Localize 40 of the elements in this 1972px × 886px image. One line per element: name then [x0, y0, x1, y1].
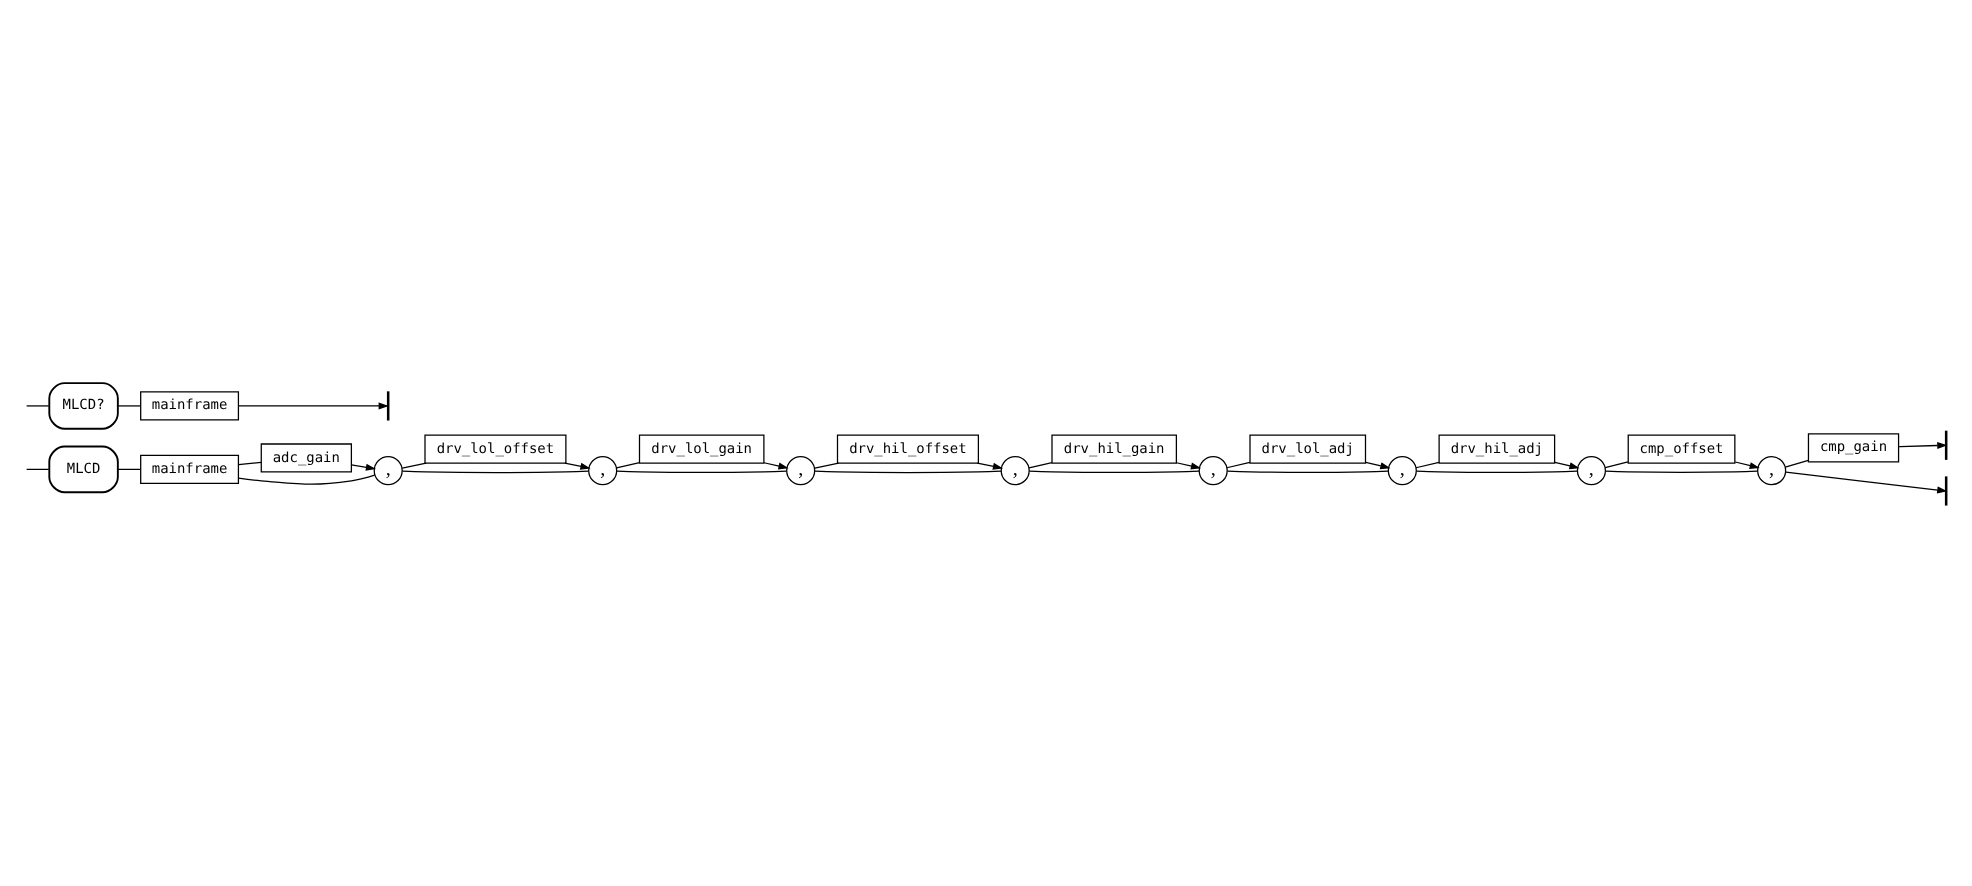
connector: [814, 469, 1002, 473]
arrow: [564, 461, 591, 469]
connector: [1604, 469, 1759, 473]
arrow: [1365, 460, 1391, 469]
connector: [814, 461, 840, 468]
connector: [615, 461, 641, 468]
arrow: [763, 461, 789, 469]
connector: [1226, 460, 1251, 468]
connector: [1415, 469, 1578, 473]
connector: [117, 467, 141, 469]
arrow: [976, 461, 1004, 469]
connector: [401, 461, 427, 468]
node-circle: ,: [1757, 455, 1787, 485]
node-circle: ,: [1576, 455, 1606, 485]
connector: [1028, 461, 1053, 468]
connector: [117, 404, 141, 406]
arrow: [1175, 461, 1202, 469]
node-circle: ,: [786, 455, 816, 485]
connector: [237, 460, 262, 465]
arrow: [1898, 440, 1948, 449]
connector: [616, 469, 788, 473]
connector: [26, 467, 50, 469]
connector: [1784, 458, 1809, 467]
connector: [1028, 469, 1200, 473]
connector: [1604, 460, 1629, 468]
arrow: [1554, 460, 1580, 469]
connector: [26, 404, 50, 406]
connector: [1226, 469, 1389, 473]
arrow: [350, 462, 377, 470]
node-circle: ,: [588, 455, 618, 485]
arrow: [238, 401, 389, 409]
node-circle: ,: [1387, 455, 1417, 485]
connector: [237, 473, 376, 484]
connector: [401, 469, 590, 473]
arrow: [1785, 470, 1948, 493]
node-circle: ,: [1000, 455, 1030, 485]
node-circle: ,: [1198, 455, 1228, 485]
node-circle: ,: [373, 455, 403, 485]
connector: [1415, 460, 1440, 468]
arrow: [1734, 460, 1760, 469]
